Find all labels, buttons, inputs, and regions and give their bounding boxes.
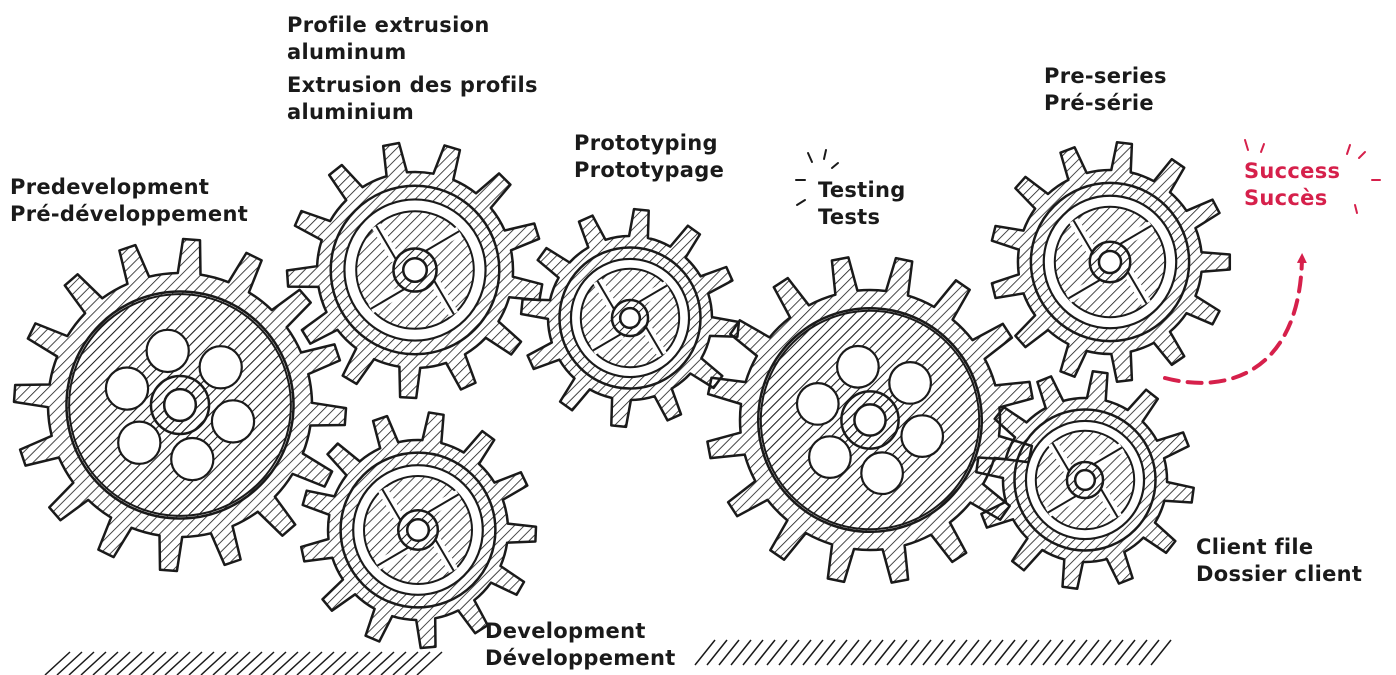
gear-prototyping-spoke-line bbox=[596, 280, 616, 310]
gear-preseries-spoke-line bbox=[1072, 219, 1094, 253]
label-predevelopment: Predevelopment Pré-développement bbox=[10, 174, 248, 228]
gear-testing-hole bbox=[900, 414, 945, 459]
gear-testing bbox=[706, 256, 1034, 584]
label-prototyping-en: Prototyping bbox=[574, 131, 718, 155]
label-profile-extrusion-fr-1: Extrusion des profils bbox=[287, 73, 538, 97]
gear-development-spoke-line bbox=[376, 546, 410, 567]
gear-predevelopment-axle bbox=[162, 387, 198, 423]
label-predevelopment-en: Predevelopment bbox=[10, 175, 210, 199]
gear-prototyping-axle bbox=[618, 306, 642, 330]
label-profile-extrusion: Profile extrusion aluminum Extrusion des… bbox=[287, 12, 538, 126]
gear-client-file-rim bbox=[1013, 408, 1157, 552]
gear-testing-hole bbox=[808, 435, 852, 480]
label-client-file: Client file Dossier client bbox=[1196, 534, 1362, 588]
gear-profile-extrusion-spoke-line bbox=[424, 230, 460, 252]
label-preseries-fr: Pré-série bbox=[1044, 91, 1154, 115]
gear-predevelopment-hole bbox=[117, 420, 162, 465]
label-testing-en: Testing bbox=[818, 178, 906, 202]
gear-predevelopment bbox=[12, 237, 348, 573]
gear-testing-rim bbox=[756, 306, 984, 534]
label-testing: Testing Tests bbox=[818, 177, 906, 231]
gear-client-file-spoke-line bbox=[1051, 442, 1071, 472]
gear-prototyping bbox=[519, 207, 741, 429]
gear-profile-extrusion-spoke-line bbox=[370, 288, 406, 310]
gear-profile-extrusion bbox=[285, 141, 544, 400]
gear-profile-extrusion-axle bbox=[401, 256, 429, 284]
gear-profile-extrusion-spoke-line bbox=[375, 225, 397, 261]
gear-preseries-axle bbox=[1097, 249, 1123, 275]
label-predevelopment-fr: Pré-développement bbox=[10, 202, 249, 226]
gear-preseries-spoke-line bbox=[1119, 224, 1153, 246]
gear-predevelopment-hole bbox=[104, 366, 150, 411]
gear-testing-hole bbox=[860, 451, 904, 496]
gear-testing-hole bbox=[795, 382, 840, 426]
label-preseries: Pre-series Pré-série bbox=[1044, 63, 1167, 117]
gear-predevelopment-hole bbox=[145, 328, 190, 374]
label-client-file-en: Client file bbox=[1196, 535, 1314, 559]
gear-predevelopment-hole bbox=[170, 436, 215, 482]
ground-hatching-left bbox=[44, 651, 443, 675]
gear-preseries bbox=[990, 140, 1232, 384]
gear-profile-extrusion-spoke-line bbox=[433, 279, 455, 315]
gear-profile-extrusion-rim bbox=[329, 184, 501, 356]
label-development-en: Development bbox=[485, 619, 646, 643]
label-prototyping: Prototyping Prototypage bbox=[574, 130, 724, 184]
gear-client-file-spoke-line bbox=[1047, 494, 1077, 514]
gear-preseries-spoke-line bbox=[1126, 271, 1148, 305]
gear-testing-hole bbox=[888, 361, 932, 405]
label-success-fr: Succès bbox=[1244, 186, 1328, 210]
gear-testing-hole bbox=[836, 344, 880, 389]
success-arrow bbox=[1163, 253, 1307, 385]
gear-client-file-spoke-line bbox=[1099, 488, 1119, 518]
gear-development-rim bbox=[339, 451, 497, 609]
label-client-file-fr: Dossier client bbox=[1196, 562, 1363, 586]
label-profile-extrusion-en-2: aluminum bbox=[287, 40, 407, 64]
gear-development-spoke-line bbox=[434, 538, 455, 572]
label-profile-extrusion-en-1: Profile extrusion bbox=[287, 13, 490, 37]
label-success-en: Success bbox=[1244, 159, 1341, 183]
gears-group bbox=[12, 140, 1232, 650]
label-prototyping-fr: Prototypage bbox=[574, 158, 725, 182]
gear-prototyping-spoke-line bbox=[638, 284, 668, 304]
label-testing-fr: Tests bbox=[818, 205, 881, 229]
label-preseries-en: Pre-series bbox=[1044, 64, 1167, 88]
gear-prototyping-spoke-line bbox=[644, 326, 664, 356]
gear-development bbox=[299, 411, 538, 650]
sparkle-marks-testing bbox=[795, 149, 839, 206]
gear-preseries-spoke-line bbox=[1067, 278, 1101, 300]
gear-development-axle bbox=[405, 517, 431, 543]
label-profile-extrusion-fr-2: aluminium bbox=[287, 100, 415, 124]
gear-predevelopment-hole bbox=[210, 399, 256, 444]
gear-development-spoke-line bbox=[426, 493, 460, 514]
gear-client-file-spoke-line bbox=[1093, 446, 1123, 466]
label-development-fr: Développement bbox=[485, 646, 676, 670]
ground-hatching-right bbox=[694, 639, 1172, 666]
gear-client-file bbox=[975, 370, 1195, 590]
sparkle-marks-success bbox=[1244, 139, 1381, 214]
gear-prototyping-spoke-line bbox=[592, 332, 622, 352]
label-development: Development Développement bbox=[485, 618, 676, 672]
gear-predevelopment-hole bbox=[198, 345, 243, 390]
gear-client-file-axle bbox=[1073, 468, 1097, 492]
gear-prototyping-rim bbox=[558, 246, 702, 390]
gear-preseries-rim bbox=[1029, 181, 1191, 343]
gear-predevelopment-rim bbox=[65, 290, 295, 520]
gear-development-spoke-line bbox=[381, 488, 402, 522]
label-success: Success Succès bbox=[1244, 158, 1340, 212]
gear-testing-axle bbox=[853, 403, 887, 437]
